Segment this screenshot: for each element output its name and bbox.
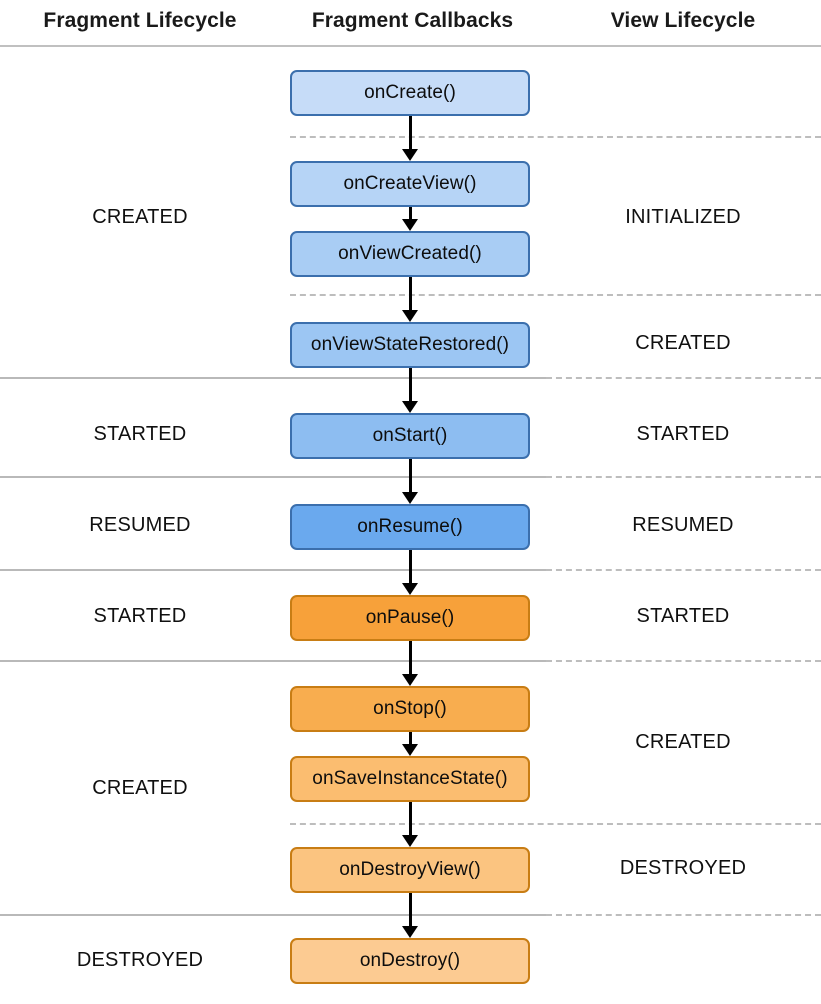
- arrow-head-icon: [402, 744, 418, 756]
- callback-box-ondestroyview[interactable]: onDestroyView(): [290, 847, 530, 893]
- view-state-divider: [546, 377, 821, 379]
- callback-box-oncreate[interactable]: onCreate(): [290, 70, 530, 116]
- fragment-state-divider: [0, 377, 546, 379]
- arrow-head-icon: [402, 492, 418, 504]
- arrow-shaft: [409, 893, 412, 928]
- fragment-state-started-1: STARTED: [93, 423, 187, 445]
- fragment-state-divider: [0, 569, 546, 571]
- fragment-state-resumed-2: RESUMED: [89, 514, 191, 536]
- callback-box-ondestroy[interactable]: onDestroy(): [290, 938, 530, 984]
- view-state-divider: [290, 136, 821, 138]
- callback-box-onstop[interactable]: onStop(): [290, 686, 530, 732]
- fragment-state-started-3: STARTED: [93, 605, 187, 627]
- view-state-divider: [546, 569, 821, 571]
- arrow-head-icon: [402, 835, 418, 847]
- fragment-state-divider: [0, 660, 546, 662]
- fragment-state-created-4: CREATED: [92, 777, 188, 799]
- column-header-fragment-lifecycle: Fragment Lifecycle: [43, 9, 237, 32]
- arrow-head-icon: [402, 583, 418, 595]
- column-header-view-lifecycle: View Lifecycle: [610, 9, 756, 32]
- arrow-shaft: [409, 802, 412, 837]
- arrow-shaft: [409, 732, 412, 746]
- column-header-fragment-callbacks: Fragment Callbacks: [311, 9, 514, 32]
- callback-box-onpause[interactable]: onPause(): [290, 595, 530, 641]
- column-header-row: Fragment Lifecycle Fragment Callbacks Vi…: [0, 0, 821, 46]
- fragment-state-created-0: CREATED: [92, 206, 188, 228]
- view-state-started-4: STARTED: [636, 605, 730, 627]
- arrow-shaft: [409, 641, 412, 676]
- fragment-state-destroyed-5: DESTROYED: [76, 949, 204, 971]
- view-state-initialized-0: INITIALIZED: [625, 206, 741, 228]
- view-state-divider: [290, 823, 821, 825]
- arrow-shaft: [409, 550, 412, 585]
- arrow-shaft: [409, 459, 412, 494]
- view-state-divider: [546, 660, 821, 662]
- callback-box-onstart[interactable]: onStart(): [290, 413, 530, 459]
- arrow-head-icon: [402, 401, 418, 413]
- callback-box-onviewstaterestored[interactable]: onViewStateRestored(): [290, 322, 530, 368]
- arrow-head-icon: [402, 219, 418, 231]
- callback-box-onresume[interactable]: onResume(): [290, 504, 530, 550]
- view-state-created-1: CREATED: [635, 332, 731, 354]
- arrow-head-icon: [402, 926, 418, 938]
- fragment-state-divider: [0, 914, 546, 916]
- view-state-resumed-3: RESUMED: [632, 514, 734, 536]
- arrow-shaft: [409, 277, 412, 312]
- arrow-head-icon: [402, 149, 418, 161]
- callback-box-onviewcreated[interactable]: onViewCreated(): [290, 231, 530, 277]
- view-state-divider: [546, 476, 821, 478]
- callback-box-oncreateview[interactable]: onCreateView(): [290, 161, 530, 207]
- arrow-shaft: [409, 368, 412, 403]
- arrow-head-icon: [402, 674, 418, 686]
- view-state-divider: [546, 914, 821, 916]
- arrow-shaft: [409, 116, 412, 151]
- arrow-shaft: [409, 207, 412, 221]
- view-state-started-2: STARTED: [636, 423, 730, 445]
- header-divider: [0, 45, 821, 47]
- arrow-head-icon: [402, 310, 418, 322]
- callback-box-onsaveinstancestate[interactable]: onSaveInstanceState(): [290, 756, 530, 802]
- view-state-destroyed-6: DESTROYED: [619, 857, 747, 879]
- view-state-divider: [290, 294, 821, 296]
- view-state-created-5: CREATED: [635, 731, 731, 753]
- fragment-state-divider: [0, 476, 546, 478]
